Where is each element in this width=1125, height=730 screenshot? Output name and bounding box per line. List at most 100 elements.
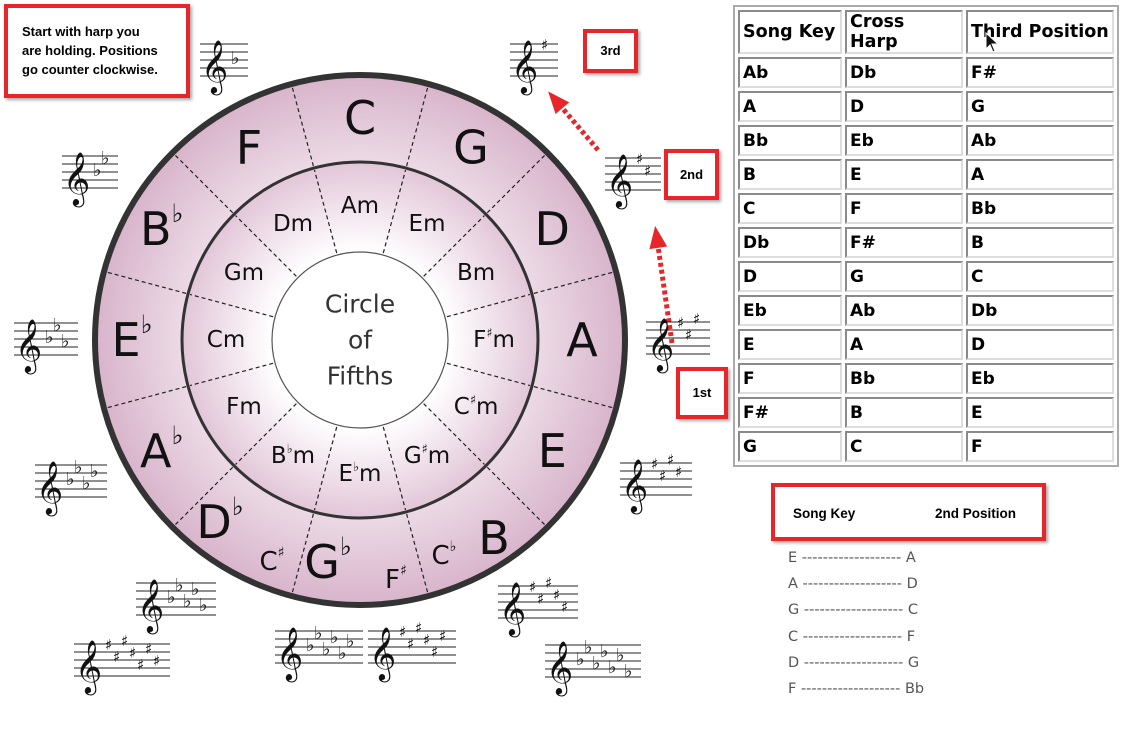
treble-clef-icon: 𝄞 (647, 317, 674, 373)
major-key-label: B (478, 511, 510, 565)
flat-icon: ♭ (576, 649, 585, 670)
sharp-icon: ♯ (651, 455, 658, 473)
flat-icon: ♭ (624, 661, 633, 682)
major-key-label-base: F (236, 121, 262, 175)
key-signature-flat-6: 𝄞♭♭♭♭♭♭ (275, 623, 363, 682)
minor-key-label: Am (341, 193, 379, 219)
table-cell: D (966, 329, 1114, 360)
list-item: F ------------------- Bb (788, 676, 924, 702)
flat-icon: ♭ (175, 575, 184, 596)
key-signature-sharp-1: 𝄞♯ (510, 36, 558, 95)
treble-clef-icon: 𝄞 (63, 151, 90, 207)
minor-key-label-base: Bm (457, 260, 495, 286)
sharp-icon: ♯ (439, 627, 446, 645)
table-cell: Db (966, 295, 1114, 326)
sharp-icon: ♯ (399, 623, 406, 641)
list-item-key: E (788, 550, 798, 566)
treble-clef-icon: 𝄞 (75, 639, 102, 695)
song-key-heading: Song Key (793, 506, 856, 521)
major-key-label-base: B (478, 511, 510, 565)
minor-key-label-base: Am (341, 193, 379, 219)
table-cell: E (845, 159, 963, 190)
sharp-icon: ♯ (644, 162, 651, 180)
treble-clef-icon: 𝄞 (15, 318, 42, 374)
enharmonic-key-label-base: F (385, 565, 400, 595)
sharp-icon: ♯ (407, 635, 414, 653)
flat-icon: ♭ (584, 637, 593, 658)
flat-icon: ♭ (90, 461, 99, 482)
enharmonic-key-label-accidental: ♭ (450, 539, 457, 555)
minor-key-label-base: Dm (273, 211, 313, 237)
center-title-line: of (348, 326, 373, 355)
flat-icon: ♭ (93, 160, 102, 181)
inner-divider (382, 169, 407, 254)
list-item: D ------------------- G (788, 650, 924, 676)
table-cell: Bb (738, 125, 842, 156)
sharp-icon: ♯ (675, 463, 682, 481)
treble-clef-icon: 𝄞 (511, 39, 538, 95)
minor-key-label-base: F (473, 327, 486, 353)
arrow-head-icon (548, 91, 570, 115)
table-cell: Ab (845, 295, 963, 326)
major-key-label-base: A (566, 313, 598, 367)
list-item: G ------------------- C (788, 597, 924, 623)
major-key-label-base: B (140, 202, 172, 256)
first-position-label: 1st (676, 367, 728, 419)
major-key-label-accidental: ♭ (172, 198, 184, 227)
table-cell: B (845, 397, 963, 428)
sharp-icon: ♯ (553, 586, 560, 604)
sharp-icon: ♯ (145, 640, 152, 658)
minor-key-label: F♯m (473, 324, 515, 353)
flat-icon: ♭ (346, 631, 355, 652)
sharp-icon: ♯ (129, 644, 136, 662)
major-key-label: E♭ (111, 309, 152, 367)
table-cell: Db (845, 57, 963, 88)
flat-icon: ♭ (66, 469, 75, 490)
table-cell: D (845, 91, 963, 122)
minor-key-label-suffix: m (359, 461, 381, 487)
treble-clef-icon: 𝄞 (606, 153, 633, 209)
list-item-dashes: ------------------- (802, 628, 903, 645)
list-item: C ------------------- F (788, 624, 924, 650)
treble-clef-icon: 𝄞 (276, 626, 303, 682)
note-line: are holding. Positions (22, 43, 158, 58)
list-item-pos: G (907, 654, 920, 671)
enharmonic-key-label-base: C (259, 547, 277, 577)
treble-clef-icon: 𝄞 (36, 460, 63, 516)
list-item-key: A (788, 576, 798, 593)
minor-key-label-base: Em (409, 211, 446, 237)
minor-key-label-accidental: ♯ (422, 440, 428, 455)
key-signature-sharp-5: 𝄞♯♯♯♯♯ (498, 574, 578, 637)
table-cell: G (738, 431, 842, 462)
table-cell: Bb (966, 193, 1114, 224)
major-key-label-accidental: ♭ (232, 491, 244, 520)
sharp-icon: ♯ (693, 310, 700, 328)
enharmonic-key-label-accidental: ♯ (400, 563, 407, 579)
flat-icon: ♭ (167, 587, 176, 608)
major-key-label-base: D (535, 202, 570, 256)
minor-key-label: Fm (226, 394, 262, 420)
major-key-label: G (453, 121, 489, 175)
inner-divider (313, 169, 338, 254)
list-item-key: F (788, 681, 797, 698)
minor-key-label: Cm (207, 327, 245, 353)
major-key-label: G♭ (304, 531, 352, 589)
key-signature-flat-4: 𝄞♭♭♭♭ (35, 457, 107, 516)
major-key-label-base: E (111, 313, 140, 367)
list-item-dashes: ------------------- (803, 602, 904, 619)
major-key-label-accidental: ♭ (141, 309, 153, 338)
list-item-dashes: ------------------- (802, 576, 902, 593)
second-position-header: Song Key 2nd Position (771, 483, 1046, 541)
table-cell: Eb (738, 295, 842, 326)
flat-icon: ♭ (322, 639, 331, 660)
minor-key-label-base: C (454, 394, 470, 420)
treble-clef-icon: 𝄞 (137, 578, 164, 634)
minor-key-label: B♭m (271, 440, 315, 469)
